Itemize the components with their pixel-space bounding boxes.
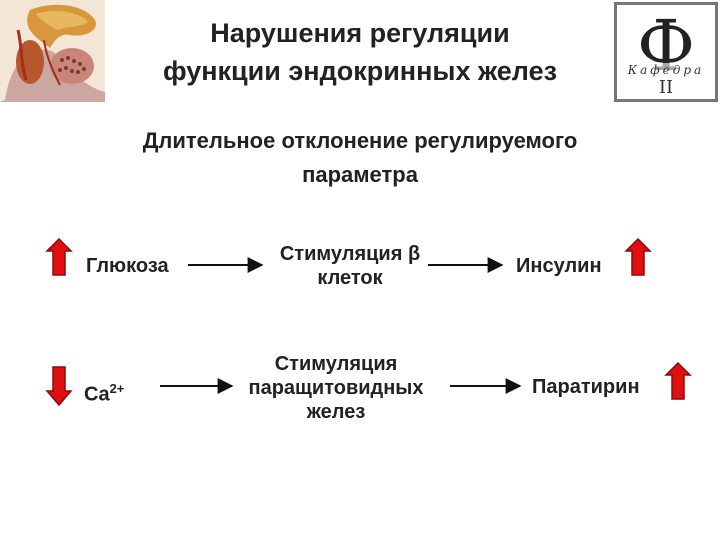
- row2-right-up-arrow-icon: [666, 363, 690, 399]
- row1-middle-line-2: клеток: [250, 266, 450, 290]
- row2-middle-line-2: паращитовидных: [218, 376, 454, 400]
- row1-left-label: Глюкоза: [86, 254, 169, 278]
- row2-left-label: Ca2+: [84, 377, 124, 407]
- row1-right-up-arrow-icon: [626, 239, 650, 275]
- row2-middle-label: Стимуляция паращитовидных желез: [218, 352, 454, 424]
- row2-middle-line-3: желез: [218, 400, 454, 424]
- row1-left-up-arrow-icon: [47, 239, 71, 275]
- row2-left-superscript: 2+: [110, 381, 125, 396]
- row1-middle-label: Стимуляция β клеток: [250, 242, 450, 290]
- row2-middle-line-1: Стимуляция: [218, 352, 454, 376]
- row2-left-down-arrow-icon: [47, 367, 71, 405]
- row2-left-base: Ca: [84, 384, 110, 406]
- row2-right-label: Паратирин: [532, 375, 640, 399]
- row1-right-label: Инсулин: [516, 254, 602, 278]
- row1-middle-line-1: Стимуляция β: [250, 242, 450, 266]
